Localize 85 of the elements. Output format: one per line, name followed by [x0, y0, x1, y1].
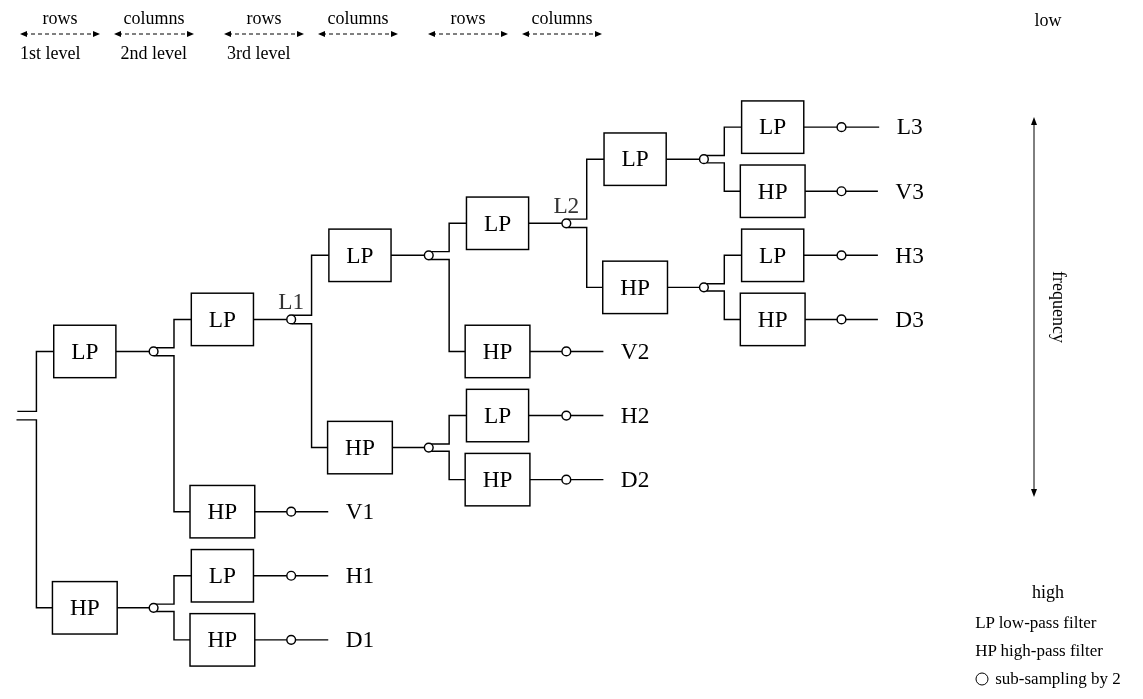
axis-label: columns [123, 8, 185, 29]
node-text: D2 [620, 466, 650, 492]
node-box: HP [326, 420, 394, 475]
node-text: D1 [345, 626, 375, 652]
legend-text: HP high-pass filter [975, 641, 1103, 661]
axis-label: columns [327, 8, 389, 29]
node-box: HP [739, 164, 806, 219]
connector [803, 126, 838, 128]
node-box: HP [51, 580, 118, 635]
node-text: L3 [896, 114, 923, 139]
connector [803, 254, 838, 257]
node-circle [286, 570, 297, 581]
node-text: D3 [895, 306, 924, 332]
level-label: 1st level [20, 43, 81, 64]
axis-label: rows [246, 8, 282, 29]
level-label: 2nd level [120, 43, 187, 64]
legend-text: LP low-pass filter [975, 613, 1097, 633]
connector [569, 478, 605, 481]
node-box: HP [464, 324, 531, 379]
connector [569, 350, 605, 353]
axis-title: frequency [1047, 270, 1069, 343]
node-text: H2 [620, 402, 650, 428]
level-label: 3rd level [227, 43, 291, 64]
node-circle [561, 218, 572, 229]
node-box: LP [740, 100, 805, 155]
node-box: HP [464, 452, 531, 507]
node-circle [836, 186, 847, 197]
node-circle [698, 154, 709, 165]
connector [569, 414, 605, 417]
node-circle [561, 346, 572, 357]
node-box: HP [602, 260, 669, 315]
axis-label: rows [42, 8, 78, 29]
node-text: V1 [345, 498, 375, 524]
node-box: LP [740, 228, 805, 283]
node-circle [286, 314, 297, 325]
node-text: H3 [895, 242, 924, 267]
connector [845, 126, 880, 128]
node-circle [561, 474, 572, 485]
connector [254, 639, 288, 641]
connector [115, 350, 150, 353]
node-circle [836, 250, 847, 261]
axis-label: columns [531, 8, 593, 29]
axis-label: low [1034, 10, 1062, 31]
connector [155, 610, 191, 641]
node-box: HP [189, 612, 256, 667]
connector [254, 510, 288, 513]
node-box: LP [603, 132, 667, 187]
node-circle [286, 506, 297, 517]
node-box: LP [465, 196, 530, 251]
node-text: V2 [620, 338, 650, 364]
connector [845, 254, 879, 257]
node-caption: L1 [278, 288, 305, 315]
node-circle [423, 442, 434, 453]
connector [294, 510, 329, 513]
legend-text: sub-sampling by 2 [995, 669, 1121, 689]
node-circle [698, 282, 709, 293]
node-box: LP [328, 228, 392, 283]
connector [294, 639, 329, 641]
axis-label: rows [450, 8, 486, 29]
node-box: LP [190, 292, 255, 347]
connector [428, 258, 466, 353]
node-circle [836, 122, 847, 133]
connector [845, 318, 879, 321]
connector [529, 350, 563, 353]
node-box: LP [190, 548, 255, 603]
node-circle [423, 250, 434, 261]
connector [294, 575, 329, 577]
node-text: V3 [895, 178, 924, 203]
connector [430, 450, 466, 481]
node-text: H1 [345, 562, 375, 588]
node-circle [561, 410, 572, 421]
connector [845, 190, 879, 192]
node-circle [148, 602, 159, 613]
node-caption: L2 [553, 192, 580, 219]
node-box: LP [465, 388, 530, 443]
node-box: LP [53, 324, 117, 379]
connector [566, 158, 605, 220]
node-circle [148, 346, 159, 357]
node-circle [286, 634, 297, 645]
connector [529, 478, 563, 481]
axis-label: high [1032, 582, 1064, 603]
node-box: HP [739, 292, 806, 347]
node-circle [836, 314, 847, 325]
connector [153, 355, 191, 513]
node-box: HP [189, 484, 256, 539]
